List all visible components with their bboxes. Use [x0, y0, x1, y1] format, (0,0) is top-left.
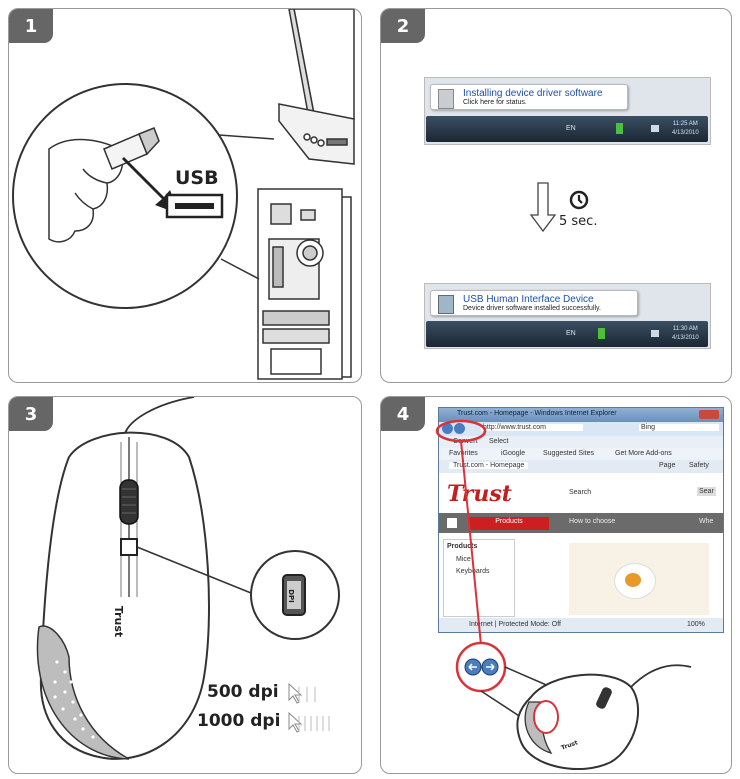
- step-1-panel: 1: [8, 8, 362, 383]
- toast-subtitle: Device driver software installed success…: [463, 305, 601, 312]
- fav-item[interactable]: Get More Add-ons: [615, 450, 672, 457]
- step-3-panel: 3 Trus: [8, 396, 362, 774]
- laptop-icon: [278, 9, 355, 165]
- language-indicator: EN: [566, 330, 576, 337]
- content-image: [569, 543, 709, 615]
- select-button[interactable]: Select: [489, 438, 509, 445]
- scroll-wheel: [119, 479, 139, 525]
- step-2-panel: 2 Installing device driver software Clic…: [380, 8, 732, 383]
- notification-screenshot-2: USB Human Interface Device Device driver…: [424, 283, 711, 349]
- down-arrow-icon: [529, 182, 557, 233]
- forward-button[interactable]: [454, 423, 465, 434]
- sidebar-item[interactable]: Mice: [456, 556, 471, 563]
- fav-item[interactable]: iGoogle: [501, 450, 526, 457]
- browser-window: Trust.com - Homepage - Windows Internet …: [438, 407, 724, 633]
- toast-title: Installing device driver software: [463, 88, 603, 99]
- usb-device-tray-icon: [616, 123, 623, 134]
- driver-installing-toast[interactable]: Installing device driver software Click …: [430, 84, 628, 110]
- usb-device-tray-icon: [598, 328, 605, 339]
- site-search-button[interactable]: Sear: [697, 487, 716, 496]
- step-number-badge: 3: [9, 397, 53, 431]
- nav-buttons-highlight: [435, 419, 487, 443]
- dpi-option-1000: 1000 dpi: [197, 711, 281, 731]
- back-button[interactable]: [442, 423, 453, 434]
- dpi-button-label: DPI: [286, 589, 295, 603]
- safety-menu[interactable]: Safety: [689, 462, 709, 469]
- window-title: Trust.com - Homepage - Windows Internet …: [457, 410, 617, 417]
- zoom-level[interactable]: 100%: [687, 621, 705, 628]
- sidebar-item[interactable]: Keyboards: [456, 568, 490, 575]
- favorites-bar: Favorites iGoogle Suggested Sites Get Mo…: [439, 448, 723, 460]
- clock-icon: [569, 190, 589, 210]
- close-button[interactable]: [699, 410, 719, 419]
- dpi-button: [120, 538, 138, 556]
- tab-row: Trust.com - Homepage Page Safety: [439, 460, 723, 473]
- home-icon[interactable]: [447, 518, 457, 528]
- status-text: Internet | Protected Mode: Off: [469, 621, 561, 628]
- step-number-badge: 2: [381, 9, 425, 43]
- site-nav: Products How to choose Whe: [439, 513, 723, 533]
- volume-icon: [651, 330, 659, 337]
- hand-icon: [48, 138, 124, 243]
- pc-tower-icon: [257, 188, 352, 380]
- driver-installed-toast[interactable]: USB Human Interface Device Device driver…: [430, 290, 638, 316]
- device-icon: [438, 89, 454, 109]
- address-bar-row: http://www.trust.com Bing: [439, 422, 723, 436]
- volume-icon: [651, 125, 659, 132]
- insert-arrow-icon: [122, 157, 179, 214]
- usb-port-label: USB: [175, 167, 219, 189]
- site-search-label: Search: [569, 489, 592, 496]
- browser-title-bar: Trust.com - Homepage - Windows Internet …: [439, 408, 723, 422]
- highlight-connector: [460, 440, 482, 646]
- scroll-wheel: [596, 687, 612, 709]
- side-grip: [36, 625, 130, 760]
- favorites-button[interactable]: Favorites: [449, 450, 478, 457]
- nav-item-products[interactable]: Products: [469, 517, 549, 530]
- browser-tab[interactable]: Trust.com - Homepage: [449, 462, 529, 469]
- site-logo: Trust: [447, 481, 512, 507]
- cursor-speed-icon: [288, 682, 316, 704]
- fav-item[interactable]: Suggested Sites: [543, 450, 594, 457]
- step-4-panel: 4 Trust.com - Homepage - Windows Interne…: [380, 396, 732, 774]
- step-1-illustration: [12, 9, 355, 380]
- toast-title: USB Human Interface Device: [463, 294, 594, 305]
- page-menu[interactable]: Page: [659, 462, 676, 469]
- search-field[interactable]: Bing: [639, 424, 719, 431]
- usb-plug-icon: [103, 127, 160, 170]
- mouse-top-view-illustration: [36, 397, 340, 760]
- language-indicator: EN: [566, 125, 576, 132]
- mouse-brand-logo: Trust: [112, 605, 126, 638]
- status-bar: Internet | Protected Mode: Off 100%: [439, 618, 723, 632]
- side-buttons: [533, 700, 559, 734]
- zoom-connector: [218, 134, 275, 140]
- sidebar-title: Products: [447, 543, 478, 550]
- step-number-badge: 4: [381, 397, 425, 431]
- step-number-badge: 1: [9, 9, 53, 43]
- address-field[interactable]: http://www.trust.com: [481, 424, 583, 431]
- nav-item-how-to-choose[interactable]: How to choose: [569, 518, 616, 525]
- wait-duration-label: 5 sec.: [559, 214, 598, 229]
- usb-device-icon: [438, 295, 454, 314]
- web-page: Trust Search Sear Products How to choose…: [439, 473, 723, 618]
- toast-subtitle: Click here for status.: [463, 99, 527, 106]
- notification-screenshot-1: Installing device driver software Click …: [424, 77, 711, 145]
- dpi-option-500: 500 dpi: [207, 682, 279, 702]
- nav-item-where[interactable]: Whe: [699, 518, 714, 525]
- step-4-illustration: [435, 419, 692, 770]
- cursor-speed-icon: [288, 711, 330, 733]
